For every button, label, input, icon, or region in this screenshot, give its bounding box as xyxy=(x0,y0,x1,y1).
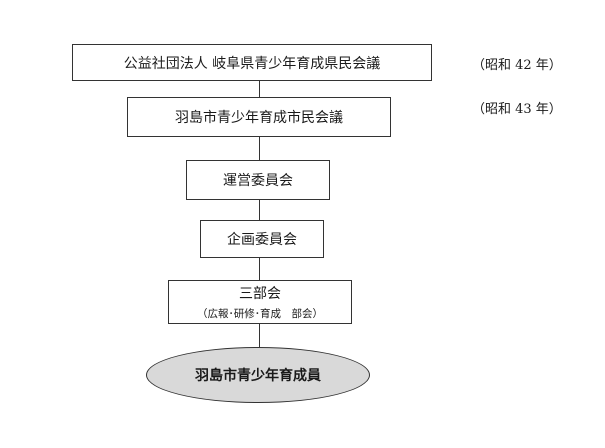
prefecture-council-box: 公益社団法人 岐阜県青少年育成県民会議 xyxy=(72,44,432,81)
members-label: 羽島市青少年育成員 xyxy=(195,368,321,384)
connector-line xyxy=(259,137,260,160)
steering-committee-label: 運営委員会 xyxy=(223,173,293,189)
prefecture-council-label: 公益社団法人 岐阜県青少年育成県民会議 xyxy=(123,55,381,72)
planning-committee-box: 企画委員会 xyxy=(200,220,324,258)
connector-line xyxy=(259,323,260,347)
planning-committee-label: 企画委員会 xyxy=(227,232,297,248)
connector-line xyxy=(259,80,260,97)
three-divisions-box: 三部会 （広報･研修･育成 部会） xyxy=(168,280,352,324)
prefecture-council-year-note: （昭和 42 年） xyxy=(472,58,562,73)
connector-line xyxy=(259,258,260,280)
three-divisions-detail: （広報･研修･育成 部会） xyxy=(197,308,323,320)
connector-line xyxy=(259,200,260,220)
steering-committee-box: 運営委員会 xyxy=(186,160,330,200)
members-ellipse: 羽島市青少年育成員 xyxy=(146,347,370,403)
city-council-box: 羽島市青少年育成市民会議 xyxy=(127,97,391,137)
city-council-year-note: （昭和 43 年） xyxy=(472,102,562,117)
three-divisions-label: 三部会 xyxy=(239,286,281,302)
city-council-label: 羽島市青少年育成市民会議 xyxy=(175,110,343,126)
